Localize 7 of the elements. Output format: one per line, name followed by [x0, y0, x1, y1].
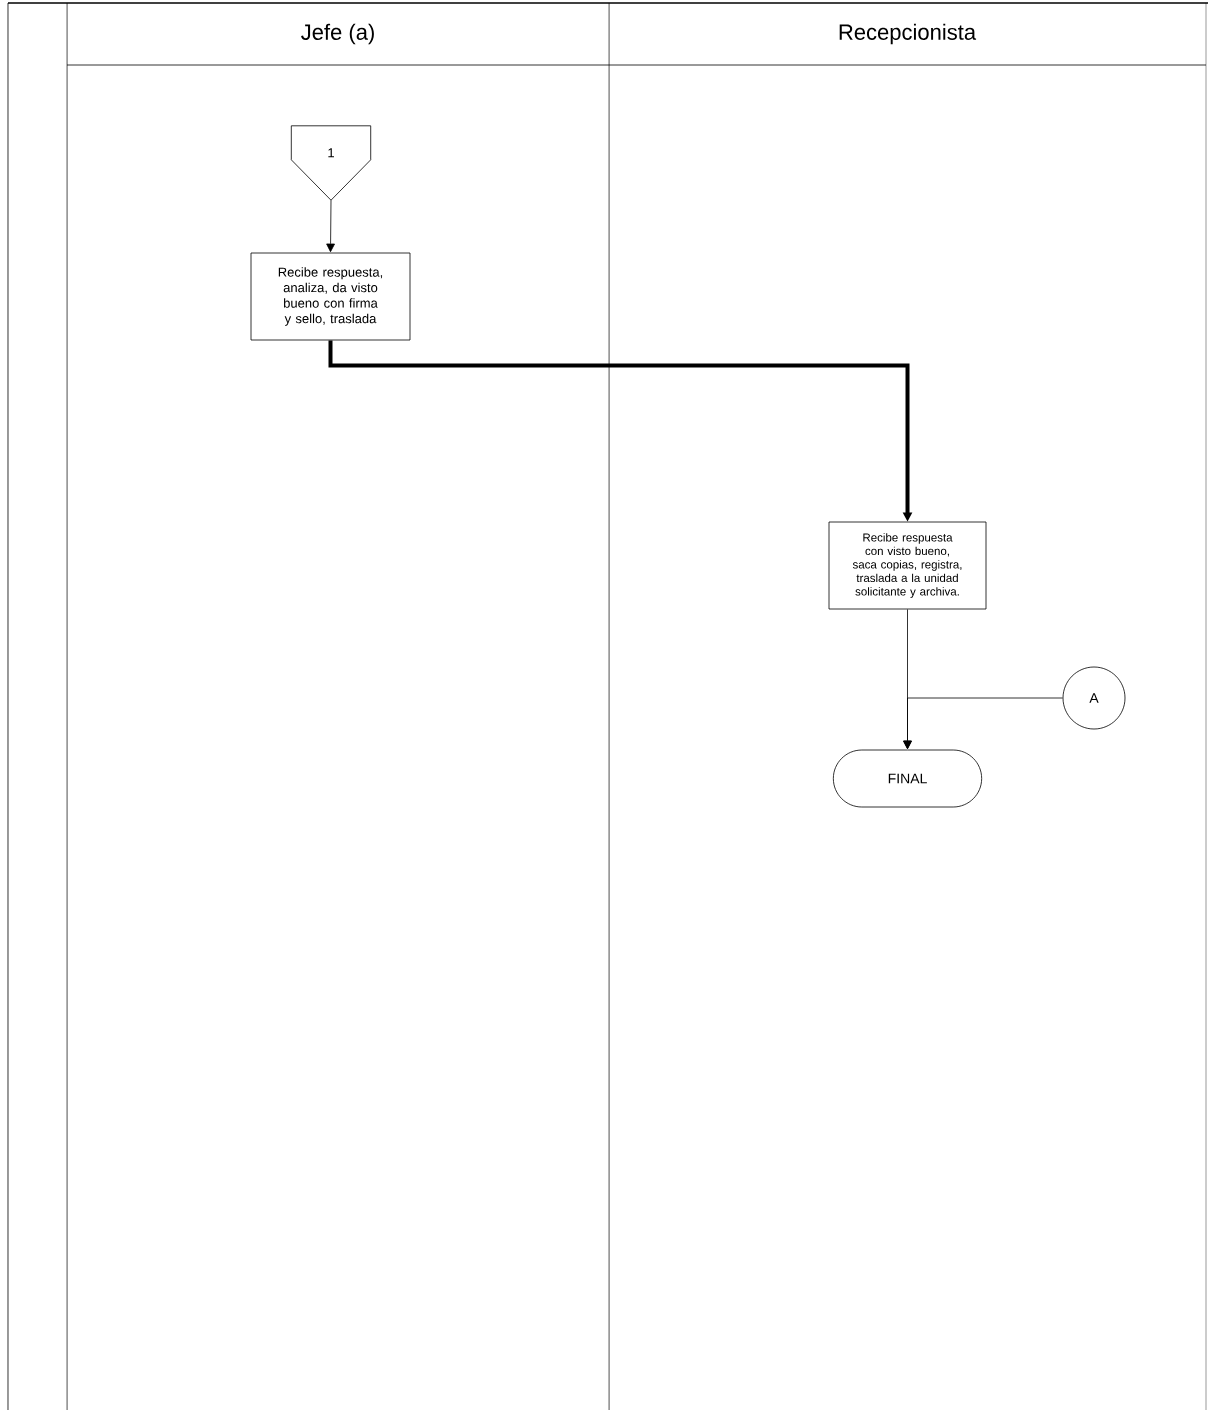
lane-header: Recepcionista	[839, 23, 977, 45]
off-page-connector: 1	[290, 125, 372, 201]
lane-header: Jefe (a)	[301, 23, 374, 45]
process-box: Recibe respuesta, analiza, da visto bueno con firma y sello, traslada	[250, 252, 411, 341]
arrow	[903, 697, 1063, 750]
arrow	[326, 199, 335, 253]
process-box: Recibe respuesta con visto bueno, saca copias, registra, traslada a la unidad solicitante y archiva.	[828, 521, 987, 610]
